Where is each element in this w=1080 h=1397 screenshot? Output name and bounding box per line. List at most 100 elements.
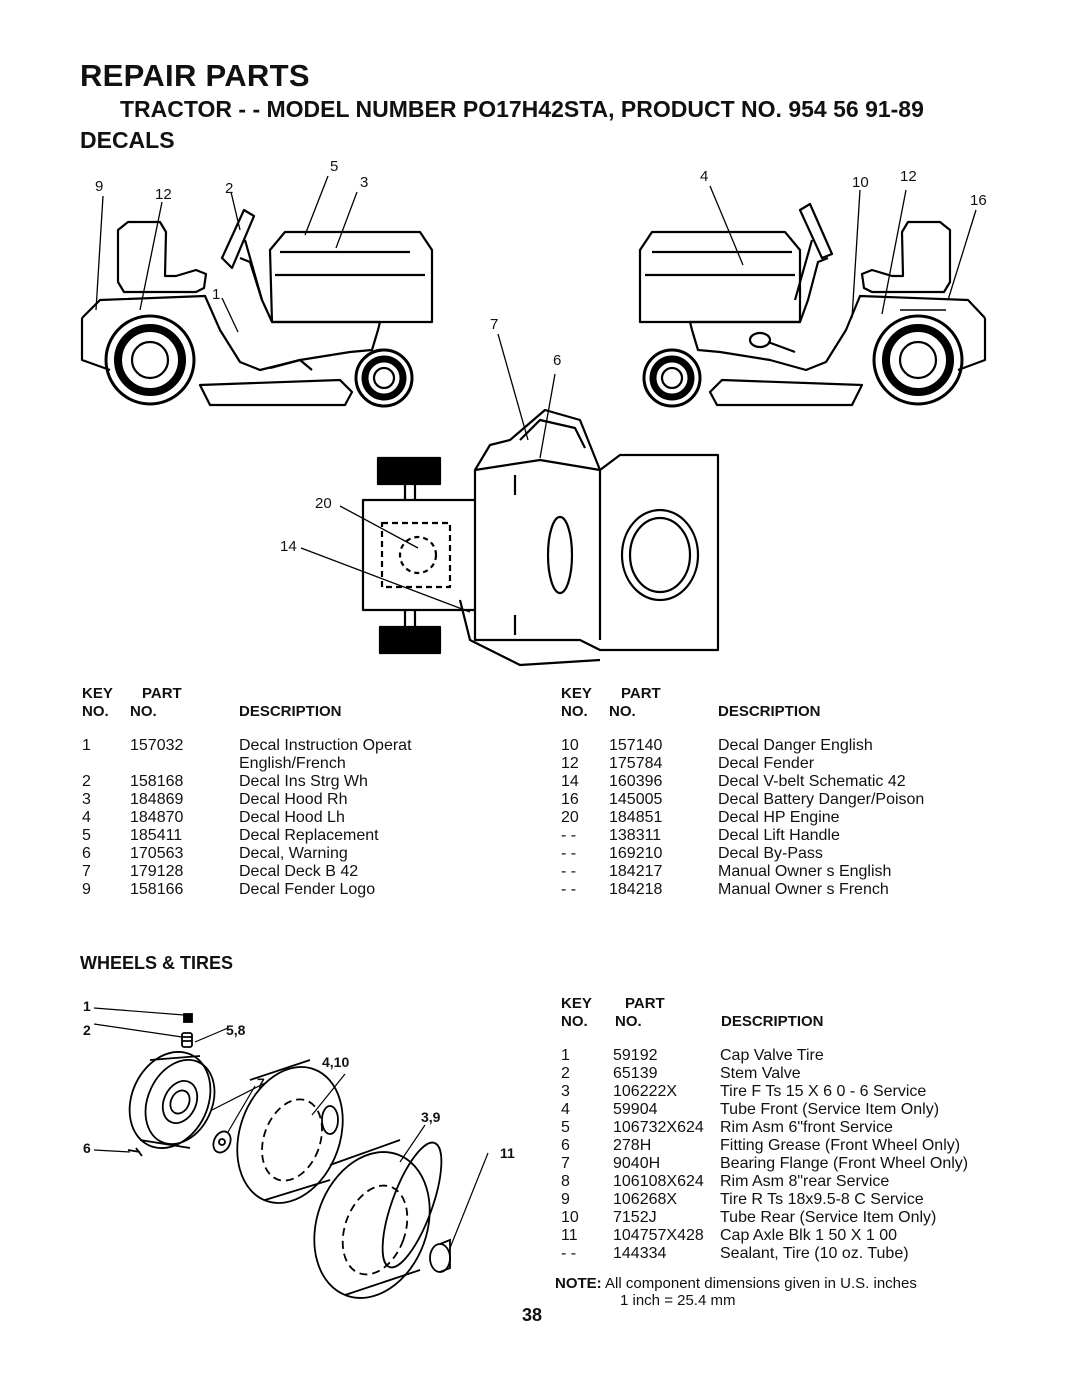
description-cell: Rim Asm 6"front Service [720,1119,893,1136]
callout-2: 2 [225,180,234,197]
key-cell: 20 [561,809,579,826]
callout-1: 1 [212,286,221,303]
tractor-top-view [361,408,720,667]
description-cell: Cap Axle Blk 1 50 X 1 00 [720,1227,897,1244]
description-cell: Decal HP Engine [718,809,840,826]
tractor-left-side-view [80,208,434,408]
wheel-callout-5-8: 5,8 [226,1022,246,1038]
key-cell: 4 [82,809,91,826]
wheel-callout-4-10: 4,10 [322,1054,350,1070]
header-no: NO. [82,703,109,720]
table-header-row-2: NO. NO. DESCRIPTION [561,703,981,721]
description-cell: Sealant, Tire (10 oz. Tube) [720,1245,909,1262]
note-line-1: All component dimensions given in U.S. i… [605,1275,917,1292]
table-row: 20 184851 Decal HP Engine [561,809,981,827]
page-number: 38 [522,1305,543,1325]
part-number-cell: 184870 [130,809,184,826]
table-header-row: KEY PART [561,995,1001,1013]
part-number-cell: 59904 [613,1101,658,1118]
note-line-2: 1 inch = 25.4 mm [620,1292,736,1309]
key-cell: - - [561,881,577,898]
description-cell: Decal Deck B 42 [239,863,359,880]
key-cell: 2 [82,773,91,790]
description-cell: Stem Valve [720,1065,801,1082]
key-cell: 9 [561,1191,570,1208]
key-cell: 11 [561,1227,578,1244]
table-header-row-2: NO. NO. DESCRIPTION [82,703,502,721]
key-cell: 5 [561,1119,570,1136]
callout-14: 14 [280,538,297,555]
callout-5: 5 [330,158,339,175]
description-cell: Decal Hood Rh [239,791,348,808]
wheel-callout-1: 1 [83,998,91,1014]
part-number-cell: 106268X [613,1191,678,1208]
header-key: KEY [561,685,592,702]
description-cell: Decal Replacement [239,827,379,844]
header-no: NO. [561,1013,588,1030]
wheel-callout-7: 7 [257,1075,265,1091]
wheel-callout-11: 11 [500,1145,515,1161]
front-rim [128,1051,216,1149]
wheel-callout-3-9: 3,9 [421,1109,441,1125]
part-number-cell: 7152J [613,1209,657,1226]
part-number-cell: 175784 [609,755,663,772]
table-row: - - 144334 Sealant, Tire (10 oz. Tube) [561,1245,1001,1263]
part-number-cell: 158166 [130,881,184,898]
decals-diagram [80,175,987,667]
part-number-cell: 170563 [130,845,184,862]
description-cell: Decal, Warning [239,845,348,862]
table-header-row-2: NO. NO. DESCRIPTION [561,1013,1001,1031]
callout-12: 12 [155,186,172,203]
key-cell: 1 [82,737,91,754]
description-cell: English/French [239,755,346,772]
description-cell: Tire F Ts 15 X 6 0 - 6 Service [720,1083,927,1100]
note-label: NOTE: [555,1275,602,1292]
key-cell: - - [561,863,577,880]
key-cell: 6 [561,1137,570,1154]
key-cell: - - [561,845,577,862]
header-key: KEY [82,685,113,702]
callout-20: 20 [315,495,332,512]
part-number-cell: 106108X624 [613,1173,704,1190]
tractor-right-side-view [638,202,987,408]
header-description: DESCRIPTION [721,1013,824,1030]
header-part: PART [621,685,661,702]
key-cell: 3 [561,1083,570,1100]
section-heading-wheels: WHEELS & TIRES [80,953,234,973]
key-cell: 10 [561,1209,579,1226]
description-cell: Decal Fender [718,755,815,772]
key-cell: - - [561,1245,577,1262]
part-number-cell: 184851 [609,809,663,826]
rear-tire [313,1139,443,1299]
header-part: PART [142,685,182,702]
dimension-note: NOTE: All component dimensions given in … [555,1275,917,1309]
valve-parts [181,1013,193,1048]
part-number-cell: 9040H [613,1155,661,1172]
description-cell: Decal Danger English [718,737,873,754]
part-number-cell: 184869 [130,791,184,808]
key-cell: 12 [561,755,579,772]
part-number-cell: 59192 [613,1047,658,1064]
part-number-cell: 145005 [609,791,663,808]
callout-3: 3 [360,174,369,191]
part-number-cell: 169210 [609,845,663,862]
part-number-cell: 144334 [613,1245,667,1262]
